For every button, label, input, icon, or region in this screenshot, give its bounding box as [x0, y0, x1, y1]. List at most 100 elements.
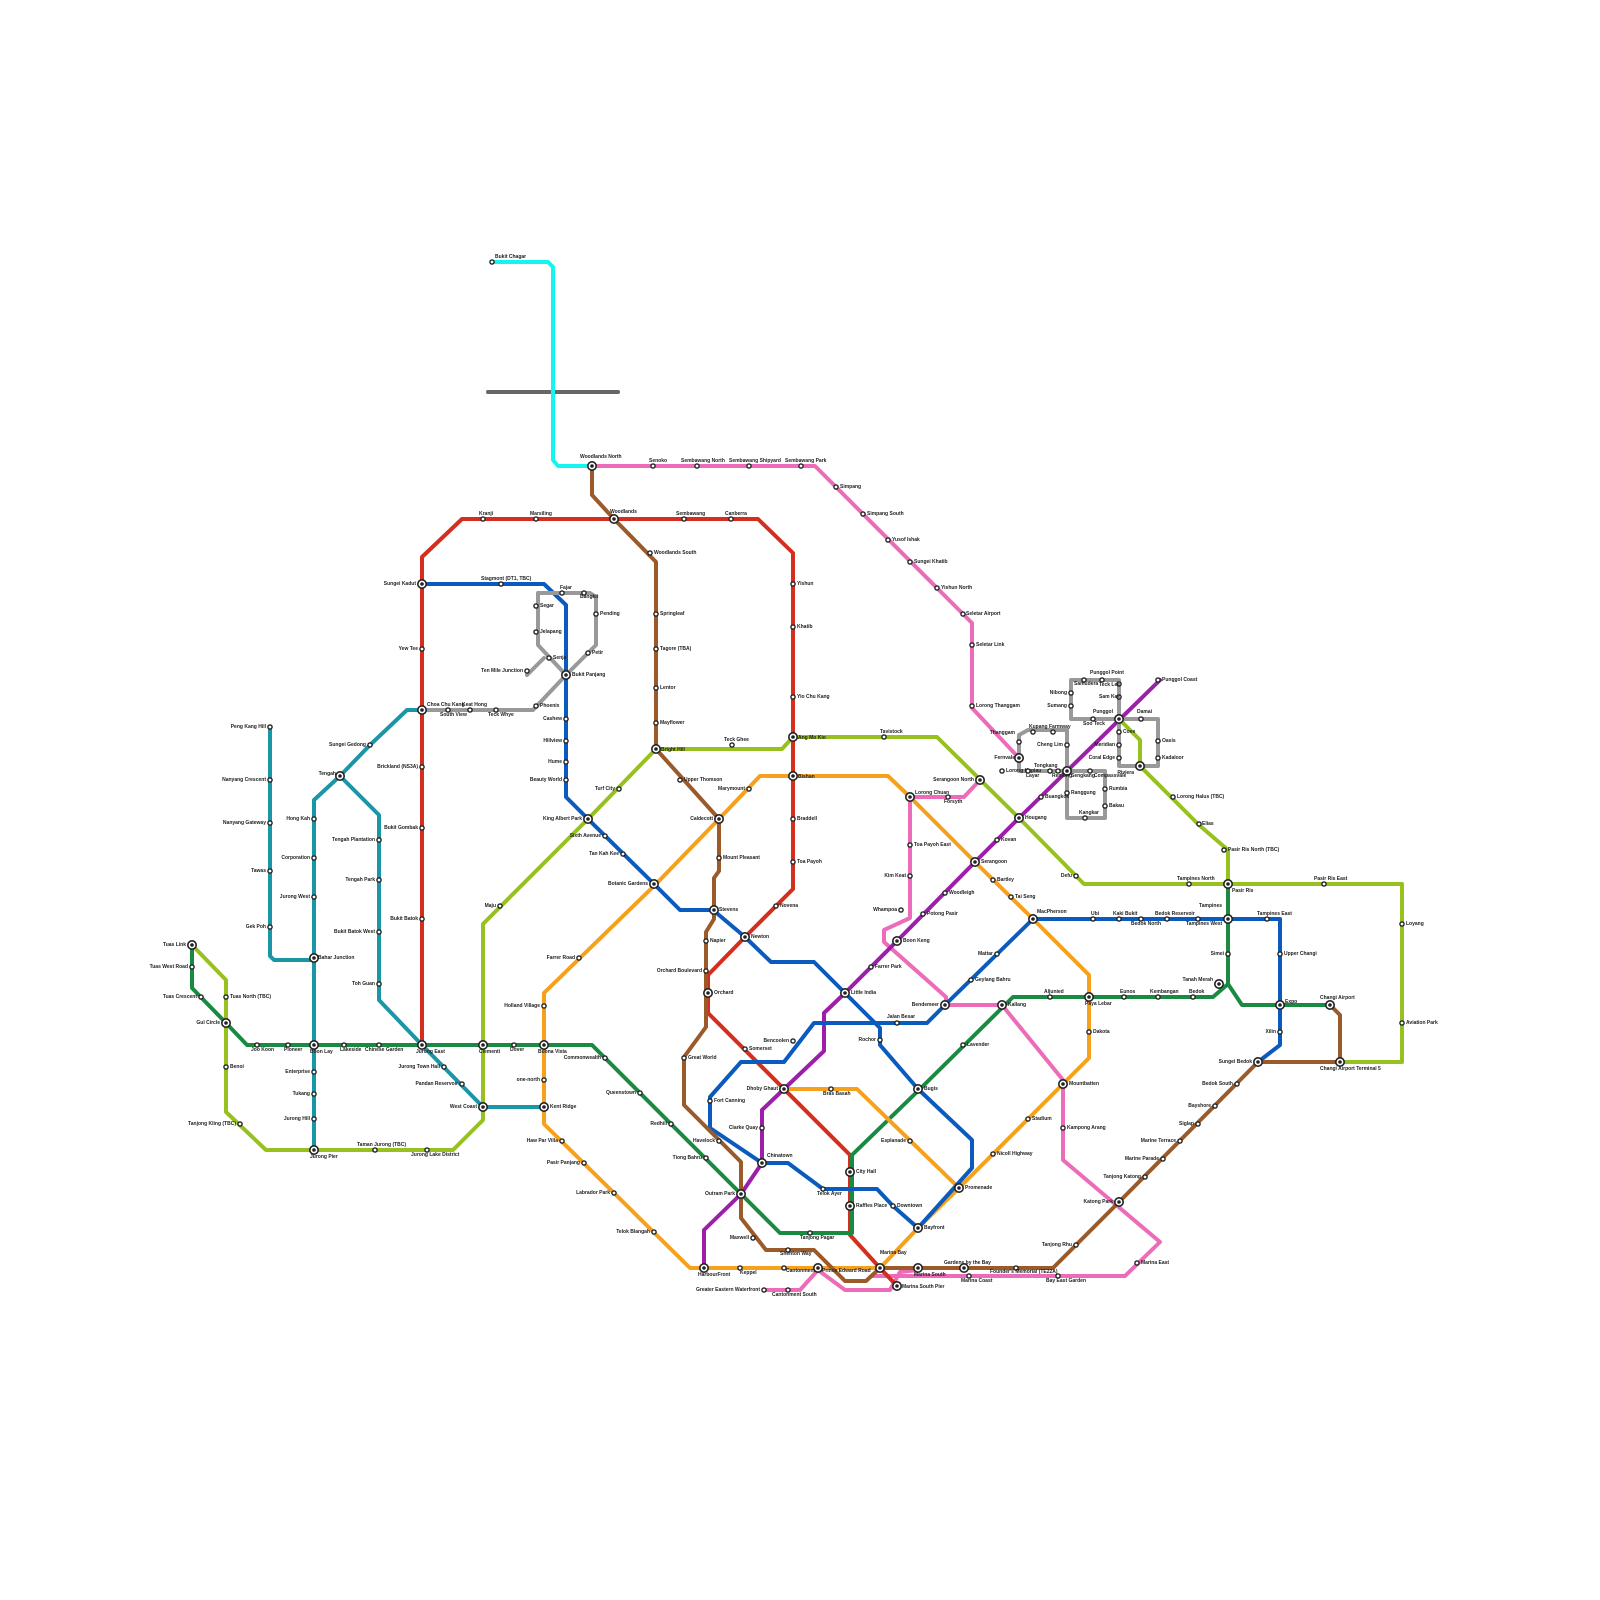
station-bayfront[interactable]: Bayfront [914, 1224, 945, 1232]
station-sungei-kadut[interactable]: Sungei Kadut [384, 580, 426, 588]
station-caldecott[interactable]: Caldecott [690, 815, 723, 823]
station-pasir-ris-north[interactable]: Pasir Ris North (TBC) [1222, 847, 1280, 853]
station-napier[interactable]: Napier [704, 938, 726, 944]
station-newton[interactable]: Newton [741, 933, 769, 941]
station-lentor[interactable]: Lentor [654, 685, 676, 691]
station-geylang-bahru[interactable]: Geylang Bahru [969, 977, 1011, 983]
station-gul-circle[interactable]: Gul Circle [196, 1019, 230, 1027]
station-paya-lebar[interactable]: Paya Lebar [1085, 993, 1112, 1007]
station-bendemeer[interactable]: Bendemeer [912, 1001, 949, 1009]
station-cheng-lim[interactable]: Cheng Lim [1037, 742, 1069, 748]
station-ang-mo-kio[interactable]: Ang Mo Kio [789, 733, 826, 741]
station-upper-changi[interactable]: Upper Changi [1278, 951, 1317, 957]
station-beauty-world[interactable]: Beauty World [530, 777, 568, 783]
station-novena[interactable]: Novena [774, 903, 798, 909]
station-tanjong-kling[interactable]: Tanjong Kling (TBC) [188, 1121, 242, 1127]
station-yew-tee[interactable]: Yew Tee [399, 646, 424, 652]
station-sumang[interactable]: Sumang [1047, 703, 1073, 709]
station-yio-chu-kang[interactable]: Yio Chu Kang [791, 694, 830, 700]
station-fort-canning[interactable]: Fort Canning [708, 1098, 745, 1104]
station-toa-payoh-east[interactable]: Toa Payoh East [908, 842, 951, 848]
station-orchard[interactable]: Orchard [704, 989, 734, 997]
station-seletar-link[interactable]: Seletar Link [970, 642, 1005, 648]
station-tawas[interactable]: Tawas [251, 868, 272, 874]
station-defu[interactable]: Defu [1061, 873, 1078, 879]
station-tagore[interactable]: Tagore (TBA) [654, 646, 692, 652]
station-one-north[interactable]: one-north [517, 1077, 546, 1083]
station-pandan-reservoir[interactable]: Pandan Reservoir [415, 1081, 464, 1087]
station-woodlands[interactable]: Woodlands [610, 509, 637, 523]
station-pending[interactable]: Pending [594, 611, 620, 617]
station-hillview[interactable]: Hillview [543, 738, 568, 744]
station-promenade[interactable]: Promenade [955, 1184, 993, 1192]
station-bukit-panjang[interactable]: Bukit Panjang [562, 671, 606, 679]
station-kovan[interactable]: Kovan [995, 837, 1016, 843]
station-nanyang-gateway[interactable]: Nanyang Gateway [223, 820, 272, 826]
station-katong-park[interactable]: Katong Park [1084, 1198, 1124, 1206]
station-boon-lay[interactable]: Boon Lay [310, 1041, 333, 1055]
station-changi-airport-t5[interactable]: Changi Airport Terminal 5 [1320, 1058, 1381, 1072]
station-tuas-west-road[interactable]: Tuas West Road [150, 964, 195, 970]
station-kadaloor[interactable]: Kadaloor [1156, 755, 1184, 761]
station-senja[interactable]: Senja [547, 655, 567, 661]
station-mattar[interactable]: Mattar [978, 951, 999, 957]
station-teck-lee[interactable]: Teck Lee [1099, 682, 1121, 688]
station-tengah[interactable]: Tengah [319, 771, 345, 780]
station-cantonment[interactable]: Cantonment [782, 1266, 816, 1274]
station-botanic-gardens[interactable]: Botanic Gardens [608, 880, 658, 888]
station-whampoa[interactable]: Whampoa [873, 907, 903, 913]
station-marina-south-pier[interactable]: Marina South Pier [893, 1282, 945, 1290]
station-corporation[interactable]: Corporation [281, 855, 316, 861]
station-buona-vista[interactable]: Buona Vista [538, 1041, 567, 1055]
station-bukit-batok-west[interactable]: Bukit Batok West [334, 929, 381, 935]
station-tuas-link[interactable]: Tuas Link [163, 941, 196, 949]
station-serangoon[interactable]: Serangoon [971, 858, 1007, 866]
station-changi-airport[interactable]: Changi Airport [1320, 995, 1355, 1009]
station-peng-kang-hill[interactable]: Peng Kang Hill [231, 724, 272, 730]
station-jurong-hill[interactable]: Jurong Hill [284, 1116, 316, 1122]
station-bahar-junction[interactable]: Bahar Junction [310, 954, 355, 962]
station-ten-mile-junction[interactable]: Ten Mile Junction [481, 668, 529, 674]
station-bukit-batok[interactable]: Bukit Batok [390, 916, 424, 922]
station-jurong-east[interactable]: Jurong East [416, 1041, 445, 1055]
station-bishan[interactable]: Bishan [789, 772, 815, 780]
station-rumbia[interactable]: Rumbia [1103, 786, 1128, 792]
station-jurong-west[interactable]: Jurong West [280, 894, 316, 900]
station-tengah-plantation[interactable]: Tengah Plantation [332, 837, 381, 843]
station-lorong-chuan[interactable]: Lorong Chuan [906, 790, 949, 801]
station-rochor[interactable]: Rochor [859, 1037, 883, 1043]
station-teck-ghee[interactable]: Teck Ghee [724, 737, 749, 747]
station-segar[interactable]: Segar [534, 603, 554, 609]
station-sungei-bedok[interactable]: Sungei Bedok [1219, 1058, 1263, 1066]
station-aviation-park[interactable]: Aviation Park [1400, 1020, 1438, 1026]
station-petir[interactable]: Petir [586, 650, 603, 656]
station-hume[interactable]: Hume [548, 759, 568, 765]
station-nibong[interactable]: Nibong [1050, 690, 1073, 696]
station-boon-keng[interactable]: Boon Keng [893, 937, 930, 945]
station-jurong-town-hall[interactable]: Jurong Town Hall [398, 1064, 446, 1070]
station-benoi[interactable]: Benoi [224, 1064, 245, 1070]
station-bukit-gombak[interactable]: Bukit Gombak [384, 825, 424, 831]
station-phoenix[interactable]: Phoenix [534, 703, 560, 709]
station-loyang[interactable]: Loyang [1400, 921, 1424, 927]
station-xilin[interactable]: Xilin [1265, 1029, 1282, 1035]
station-kupang[interactable]: Kupang [1029, 724, 1048, 734]
station-macpherson[interactable]: MacPherson [1029, 909, 1067, 923]
station-expo[interactable]: Expo [1276, 999, 1297, 1009]
station-kent-ridge[interactable]: Kent Ridge [540, 1103, 577, 1111]
station-prince-edward-road[interactable]: Prince Edward Road [814, 1264, 871, 1274]
station-cashew[interactable]: Cashew [543, 716, 568, 722]
station-mayflower[interactable]: Mayflower [654, 720, 685, 726]
station-woodlands-south[interactable]: Woodlands South [648, 550, 697, 556]
station-cove[interactable]: Cove [1117, 729, 1136, 735]
station-fernvale[interactable]: Fernvale [994, 754, 1023, 762]
station-jurong-pier[interactable]: Jurong Pier [310, 1146, 338, 1160]
station-west-coast[interactable]: West Coast [450, 1103, 487, 1111]
station-kallang[interactable]: Kallang [998, 1001, 1026, 1009]
station-marine-terrace[interactable]: Marine Terrace [1141, 1138, 1182, 1144]
station-bugis[interactable]: Bugis [914, 1085, 938, 1093]
station-holland-village[interactable]: Holland Village [504, 1003, 546, 1009]
station-nanyang-crescent[interactable]: Nanyang Crescent [222, 777, 272, 783]
station-oasis[interactable]: Oasis [1156, 738, 1176, 744]
station-sungei-gedong[interactable]: Sungei Gedong [329, 742, 372, 748]
